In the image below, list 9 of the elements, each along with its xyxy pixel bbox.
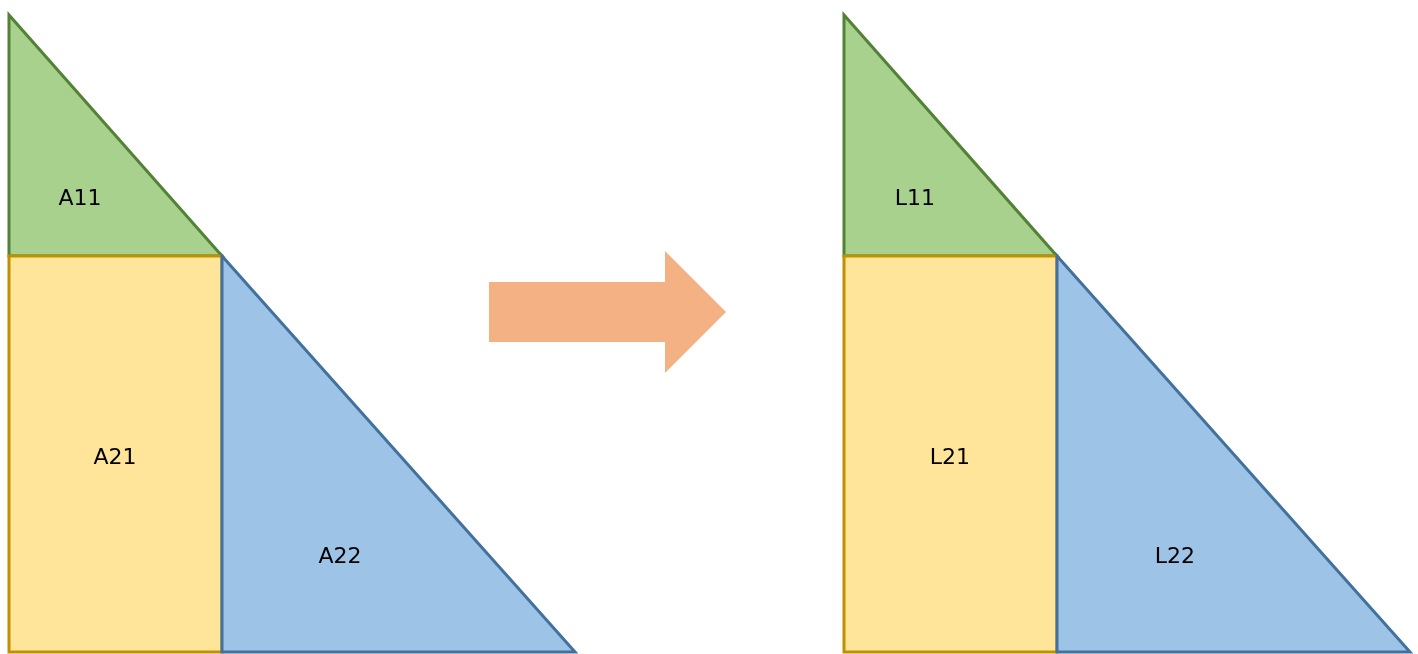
rectangle-block: [9, 256, 222, 652]
rectangle-block: [844, 256, 1057, 652]
block-label: L11: [894, 184, 936, 210]
block-label: L21: [929, 443, 971, 469]
block-arrow: [489, 251, 726, 373]
block-label: A22: [318, 542, 362, 568]
block-label: L22: [1154, 542, 1196, 568]
block-label: A21: [93, 443, 137, 469]
block-label: A11: [58, 184, 102, 210]
